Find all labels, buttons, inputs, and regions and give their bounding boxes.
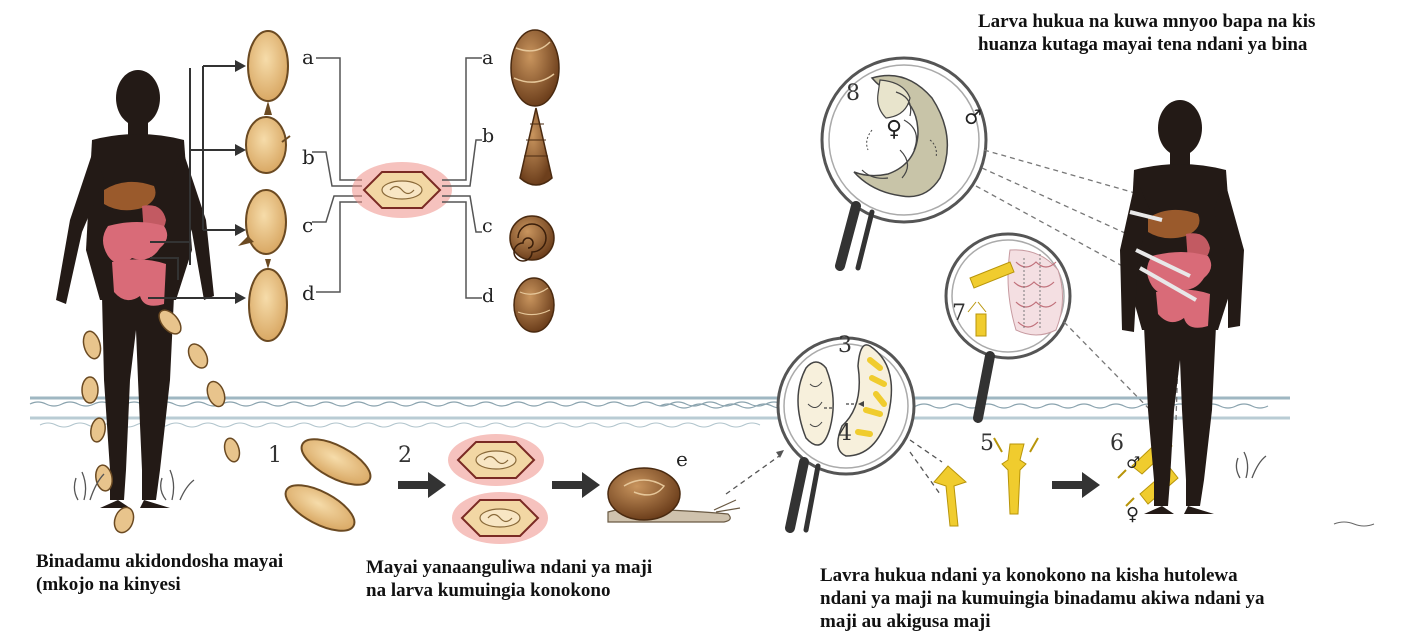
snail-shell-a <box>511 30 559 106</box>
snail-label-c: c <box>482 215 493 237</box>
magnifier-3-4-handle <box>790 462 818 530</box>
stage2-hatching-eggs <box>448 434 548 544</box>
stage-number-2: 2 <box>398 443 412 468</box>
stage-number-3: 3 <box>838 333 852 358</box>
caption-bottom-right: Lavra hukua ndani ya konokono na kisha h… <box>820 564 1265 633</box>
symbol-female-8: ♀ <box>886 117 902 142</box>
arrow-stage2-to-snail <box>552 472 600 498</box>
human-right-silhouette <box>1120 100 1244 514</box>
egg-bracket-arrowheads <box>235 60 246 304</box>
stage-number-4: 4 <box>838 421 852 446</box>
snail-shell-c <box>510 216 554 261</box>
symbol-male-6: ♂ <box>1126 453 1140 472</box>
snail-label-a: a <box>482 47 493 69</box>
magnifier-8-handle <box>840 206 872 268</box>
egg-a <box>248 31 288 115</box>
caption-top-right-line1: Larva hukua na kuwa mnyoo bapa na kis <box>978 10 1315 33</box>
magnifier-7-handle <box>978 356 990 418</box>
egg-label-b: b <box>302 145 315 169</box>
stage-number-6: 6 <box>1110 431 1124 456</box>
egg-label-d: d <box>302 281 315 305</box>
caption-bottom-middle-line2: na larva kumuingia konokono <box>366 579 652 602</box>
snail-label-b: b <box>482 125 494 147</box>
snail-label-d: d <box>482 285 494 307</box>
host-snail-e <box>608 468 740 522</box>
egg-label-c: c <box>302 213 313 237</box>
symbol-male-8: ♂ <box>964 105 982 129</box>
egg-label-a: a <box>302 45 314 69</box>
stage-number-8: 8 <box>846 81 860 106</box>
caption-bottom-middle: Mayai yanaanguliwa ndani ya maji na larv… <box>366 556 652 602</box>
caption-bottom-right-line2: ndani ya maji na kumuingia binadamu akiw… <box>820 587 1265 610</box>
caption-top-right: Larva hukua na kuwa mnyoo bapa na kis hu… <box>978 10 1315 56</box>
egg-converge-lines <box>312 58 362 292</box>
snail-e-label: e <box>676 447 688 471</box>
magnifier-stage-3-4 <box>778 338 914 474</box>
caption-top-right-line2: huanza kutaga mayai tena ndani ya bina <box>978 33 1315 56</box>
caption-bottom-left-line1: Binadamu akidondosha mayai <box>36 550 283 573</box>
snail-diverge-lines <box>442 58 482 298</box>
stage-number-1: 1 <box>268 443 282 468</box>
artist-signature <box>1334 522 1374 526</box>
arrow-stage1-to-2 <box>398 472 446 498</box>
caption-bottom-left: Binadamu akidondosha mayai (mkojo na kin… <box>36 550 283 596</box>
stage1-eggs <box>279 430 377 540</box>
symbol-female-6: ♀ <box>1126 504 1139 525</box>
snail-shell-b <box>520 108 552 185</box>
stage-number-7: 7 <box>952 301 966 326</box>
arrow-stage5-to-6 <box>1052 472 1100 498</box>
snail-shell-d <box>514 278 554 332</box>
sporocyst-left <box>798 362 833 445</box>
egg-d <box>249 259 287 341</box>
water-plants-right <box>1236 452 1266 478</box>
central-egg-with-miracidium <box>352 162 452 218</box>
egg-c <box>238 190 286 254</box>
magnifier-stage-7 <box>946 234 1070 358</box>
dash-snail-to-magnifier <box>726 454 782 494</box>
caption-bottom-right-line3: maji au akigusa maji <box>820 610 1265 633</box>
stage-number-5: 5 <box>980 431 994 456</box>
caption-bottom-right-line1: Lavra hukua ndani ya konokono na kisha h… <box>820 564 1265 587</box>
caption-bottom-left-line2: (mkojo na kinyesi <box>36 573 283 596</box>
water-plants-left <box>74 470 194 500</box>
egg-b <box>246 117 290 173</box>
dash-magnifier-to-cercariae <box>910 440 942 494</box>
caption-bottom-middle-line1: Mayai yanaanguliwa ndani ya maji <box>366 556 652 579</box>
